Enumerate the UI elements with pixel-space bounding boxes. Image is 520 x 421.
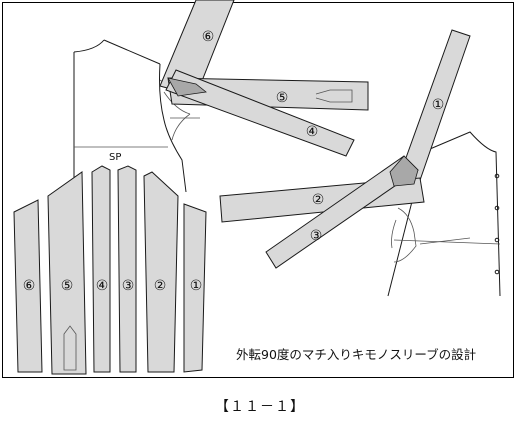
vertical-panel-5: ⑤ — [47, 171, 87, 375]
sp-label: SP — [109, 152, 122, 163]
diagram-caption: 外転90度のマチ入りキモノスリーブの設計 — [236, 347, 477, 362]
panel-label-1: ① — [432, 97, 445, 113]
panel-label-5: ⑤ — [276, 90, 289, 106]
figure-number: 【１１－１】 — [215, 399, 305, 415]
vertical-label-1: ① — [190, 278, 203, 294]
vertical-label-4: ④ — [96, 278, 109, 294]
overlap-right — [389, 155, 419, 187]
panel-label-3: ③ — [310, 228, 323, 244]
button-marks — [494, 173, 500, 275]
vertical-label-5: ⑤ — [61, 278, 74, 294]
overlap-left — [167, 77, 207, 97]
panel-label-4: ④ — [306, 124, 319, 140]
vertical-label-3: ③ — [122, 278, 135, 294]
sleeve-strip-4-rotated: ④ — [165, 69, 355, 157]
vertical-panel-1: ① — [183, 203, 207, 373]
panel-label-2: ② — [312, 192, 325, 208]
diagram-frame — [2, 2, 514, 378]
vertical-panel-2: ② — [143, 171, 179, 373]
vertical-label-6: ⑥ — [23, 278, 36, 294]
panel-label-6: ⑥ — [202, 29, 215, 45]
vertical-panel-3: ③ — [117, 165, 137, 373]
vertical-label-2: ② — [154, 278, 167, 294]
vertical-panel-6: ⑥ — [13, 199, 43, 373]
vertical-panel-4: ④ — [91, 165, 111, 373]
